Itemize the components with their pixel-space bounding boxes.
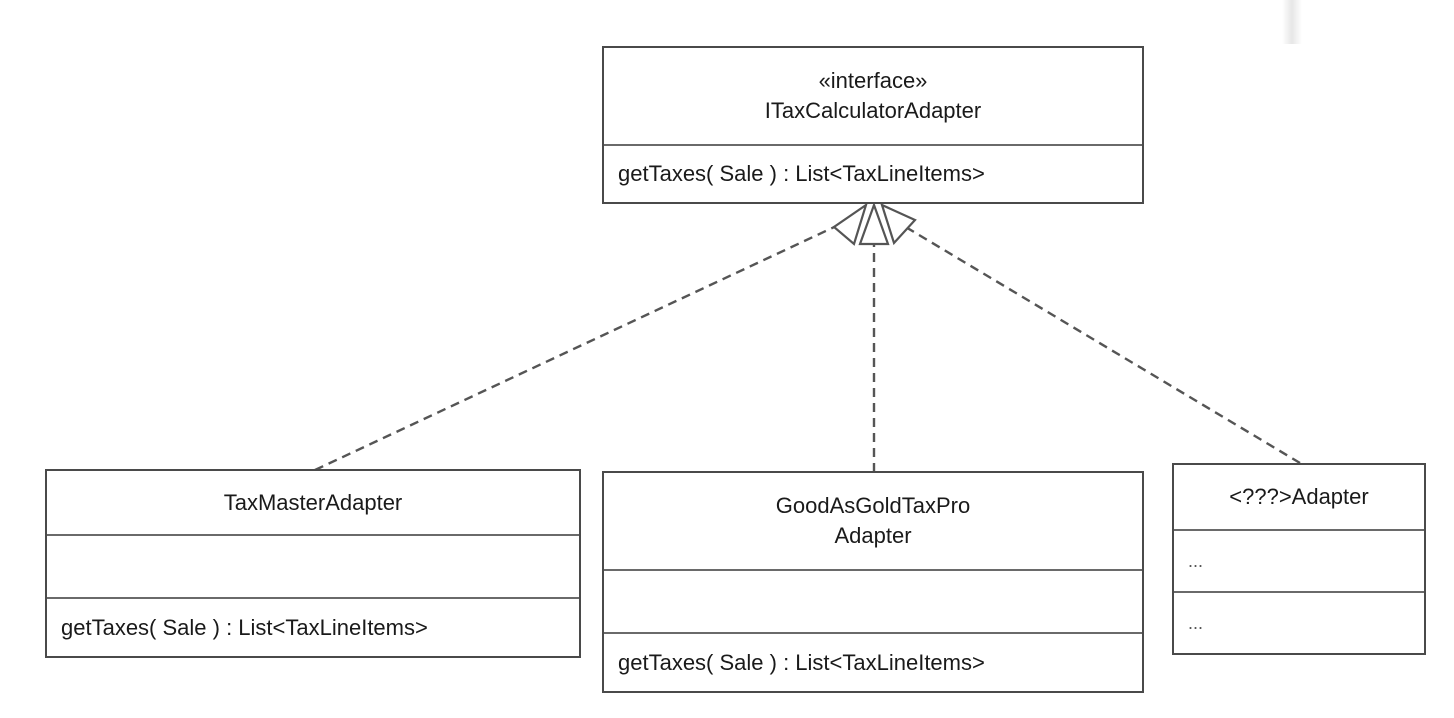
realization-line-unknown xyxy=(903,224,1301,465)
interface-name-compartment: «interface» ITaxCalculatorAdapter xyxy=(604,48,1142,144)
class-taxmasteradapter[interactable]: TaxMasterAdapter getTaxes( Sale ) : List… xyxy=(45,469,581,658)
taxmaster-name: TaxMasterAdapter xyxy=(223,489,403,515)
taxmaster-name-compartment: TaxMasterAdapter xyxy=(47,471,579,534)
interface-stereotype: «interface» xyxy=(818,68,928,93)
interface-operations-compartment: getTaxes( Sale ) : List<TaxLineItems> xyxy=(604,144,1142,202)
goodasgold-name-line2: Adapter xyxy=(834,523,912,548)
class-unknown-adapter[interactable]: <???>Adapter ... ... xyxy=(1172,463,1426,655)
unknown-name-compartment: <???>Adapter xyxy=(1174,465,1424,529)
goodasgold-operation: getTaxes( Sale ) : List<TaxLineItems> xyxy=(618,649,985,675)
taxmaster-attributes-compartment xyxy=(47,534,579,597)
class-goodasgoldtaxproadapter[interactable]: GoodAsGoldTaxPro Adapter getTaxes( Sale … xyxy=(602,471,1144,693)
realization-arrowhead-taxmaster xyxy=(832,202,868,246)
realization-line-taxmaster xyxy=(314,220,846,472)
goodasgold-operations-compartment: getTaxes( Sale ) : List<TaxLineItems> xyxy=(604,632,1142,691)
unknown-operations-compartment: ... xyxy=(1174,591,1424,653)
interface-name: ITaxCalculatorAdapter xyxy=(764,98,982,123)
unknown-attributes: ... xyxy=(1188,550,1204,571)
unknown-attributes-compartment: ... xyxy=(1174,529,1424,591)
unknown-name: <???>Adapter xyxy=(1229,484,1369,509)
scan-artifact xyxy=(1282,0,1302,44)
realization-arrowhead-goodasgold xyxy=(858,201,890,246)
realization-arrowhead-unknown xyxy=(880,202,917,246)
taxmaster-operations-compartment: getTaxes( Sale ) : List<TaxLineItems> xyxy=(47,597,579,656)
interface-itaxcalculatoradapter[interactable]: «interface» ITaxCalculatorAdapter getTax… xyxy=(602,46,1144,204)
goodasgold-name-line1: GoodAsGoldTaxPro xyxy=(775,493,971,518)
goodasgold-attributes-compartment xyxy=(604,569,1142,632)
goodasgold-name-compartment: GoodAsGoldTaxPro Adapter xyxy=(604,473,1142,569)
taxmaster-operation: getTaxes( Sale ) : List<TaxLineItems> xyxy=(61,614,428,640)
interface-operation: getTaxes( Sale ) : List<TaxLineItems> xyxy=(618,161,985,186)
unknown-operation: ... xyxy=(1188,612,1204,633)
